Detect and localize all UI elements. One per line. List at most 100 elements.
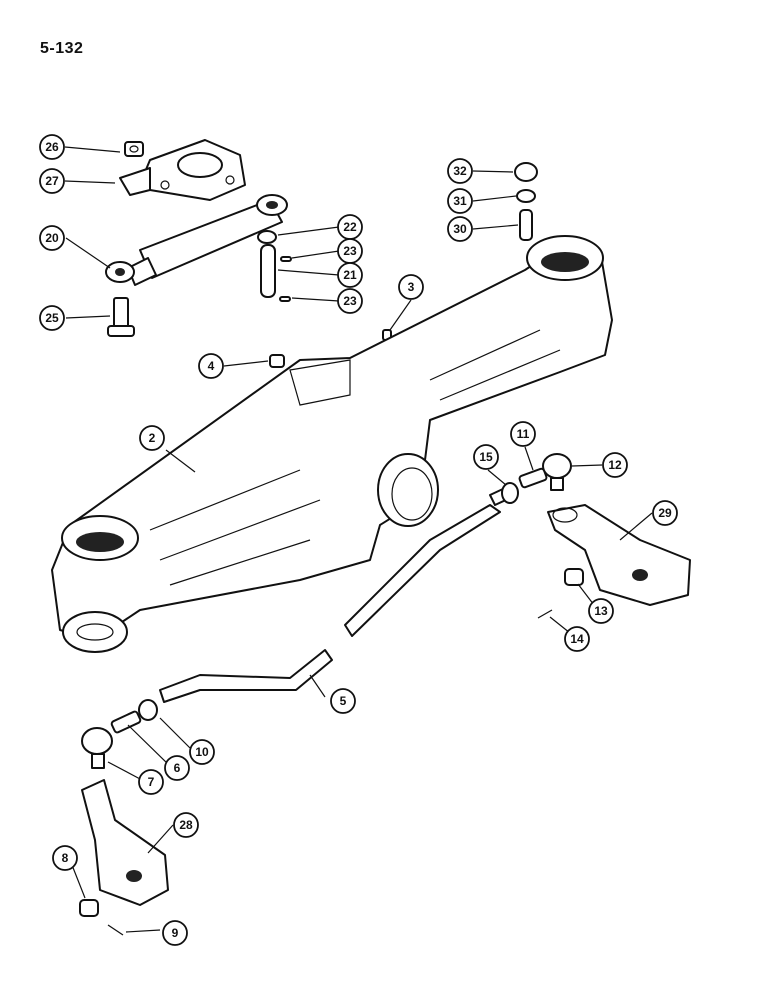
callout-3: 3: [398, 274, 424, 300]
callout-number: 20: [45, 231, 59, 245]
callout-number: 15: [479, 450, 493, 464]
callout-23: 23: [337, 288, 363, 314]
callout-circle: [602, 452, 628, 478]
cylinder-bolt: [107, 297, 135, 337]
callout-circle: [564, 626, 590, 652]
callout-number: 7: [148, 775, 155, 789]
callout-number: 11: [517, 427, 530, 441]
callout-10: 10: [189, 739, 215, 765]
callout-number: 31: [453, 194, 467, 208]
front-axle-housing: [51, 235, 613, 653]
callout-11: 11: [510, 421, 536, 447]
callout-circle: [189, 739, 215, 765]
callout-circle: [39, 225, 65, 251]
steering-cylinder-bracket: [119, 139, 246, 201]
tie-rod-end: [518, 453, 572, 491]
bushing: [257, 230, 277, 244]
tie-rod: [159, 487, 511, 703]
callout-number: 3: [408, 280, 415, 294]
callout-number: 28: [179, 818, 193, 832]
steering-cylinder: [105, 194, 288, 286]
callout-14: 14: [564, 626, 590, 652]
callout-28: 28: [173, 812, 199, 838]
steering-arm-right: [547, 504, 691, 606]
callout-number: 8: [62, 851, 69, 865]
callout-circle: [330, 688, 356, 714]
callout-8: 8: [52, 845, 78, 871]
callout-29: 29: [652, 500, 678, 526]
callout-number: 23: [343, 294, 357, 308]
callout-number: 27: [45, 174, 59, 188]
callout-circle: [652, 500, 678, 526]
callout-circle: [447, 158, 473, 184]
callout-circle: [162, 920, 188, 946]
callout-circle: [447, 216, 473, 242]
callout-circle: [39, 134, 65, 160]
callout-6: 6: [164, 755, 190, 781]
callout-number: 21: [343, 268, 357, 282]
callout-number: 29: [658, 506, 672, 520]
callout-5: 5: [330, 688, 356, 714]
callout-4: 4: [198, 353, 224, 379]
callout-2: 2: [139, 425, 165, 451]
castle-nut: [564, 568, 584, 586]
callout-number: 4: [208, 359, 215, 373]
callout-21: 21: [337, 262, 363, 288]
tie-rod-end: [81, 710, 142, 769]
callout-circle: [337, 288, 363, 314]
callout-27: 27: [39, 168, 65, 194]
roll-pin: [280, 256, 292, 262]
callout-circle: [139, 425, 165, 451]
callout-number: 2: [149, 431, 156, 445]
callout-number: 13: [594, 604, 608, 618]
callout-30: 30: [447, 216, 473, 242]
callout-7: 7: [138, 769, 164, 795]
callout-20: 20: [39, 225, 65, 251]
callout-number: 6: [174, 761, 181, 775]
callout-circle: [39, 168, 65, 194]
callout-number: 32: [453, 164, 467, 178]
callout-circle: [337, 262, 363, 288]
cotter-pin: [537, 609, 553, 619]
grease-fitting: [519, 209, 533, 241]
steering-arm-left: [81, 779, 169, 906]
callout-22: 22: [337, 214, 363, 240]
nut: [269, 354, 285, 368]
cylinder-pin: [260, 244, 276, 298]
jam-nut: [138, 699, 158, 721]
bracket-nut: [124, 141, 144, 157]
callout-circle: [39, 305, 65, 331]
leader-lines: [64, 146, 653, 933]
callout-circle: [510, 421, 536, 447]
washer: [516, 189, 536, 203]
callout-number: 30: [453, 222, 467, 236]
callout-number: 12: [608, 458, 622, 472]
cotter-pin: [107, 924, 124, 936]
callout-32: 32: [447, 158, 473, 184]
callout-31: 31: [447, 188, 473, 214]
callout-number: 5: [340, 694, 347, 708]
callout-number: 14: [570, 632, 584, 646]
callout-circle: [198, 353, 224, 379]
callout-layer: 2627202522232123323130342151112291314510…: [39, 134, 678, 946]
callout-23: 23: [337, 238, 363, 264]
callout-number: 22: [343, 220, 357, 234]
callout-15: 15: [473, 444, 499, 470]
callout-13: 13: [588, 598, 614, 624]
callout-circle: [447, 188, 473, 214]
plug: [514, 162, 538, 182]
callout-circle: [398, 274, 424, 300]
callout-number: 23: [343, 244, 357, 258]
roll-pin: [279, 296, 291, 302]
callout-26: 26: [39, 134, 65, 160]
castle-nut: [79, 899, 99, 917]
page-number: 5-132: [40, 40, 84, 57]
callout-circle: [473, 444, 499, 470]
callout-number: 10: [195, 745, 209, 759]
callout-circle: [138, 769, 164, 795]
callout-circle: [52, 845, 78, 871]
callout-9: 9: [162, 920, 188, 946]
callout-circle: [588, 598, 614, 624]
